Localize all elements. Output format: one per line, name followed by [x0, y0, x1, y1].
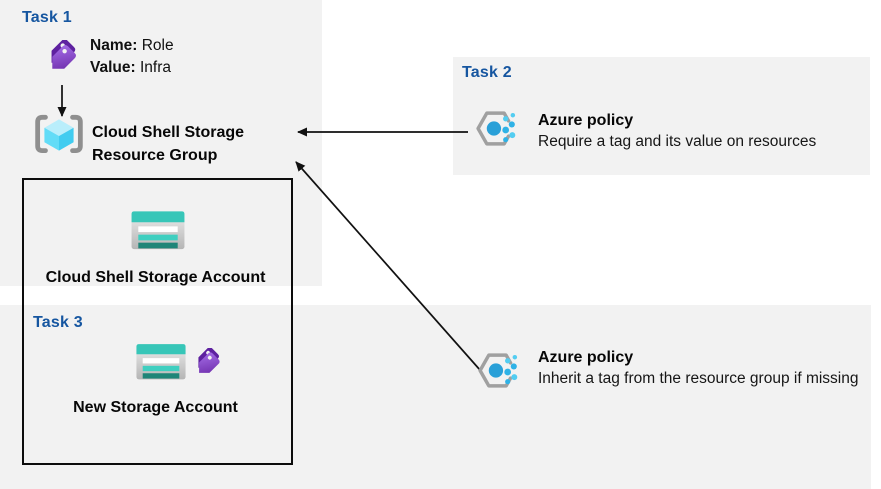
- azure-policy-icon: [478, 353, 518, 388]
- tag-name-value-text: Name: Role Value: Infra: [90, 35, 174, 79]
- task2-panel: [453, 57, 870, 175]
- resource-group-label: Cloud Shell Storage Resource Group: [92, 121, 244, 167]
- tag-name-label: Name:: [90, 37, 138, 54]
- azure-policy-icon: [476, 111, 516, 146]
- tag-value-line: Value: Infra: [90, 57, 174, 79]
- resource-group-label-line2: Resource Group: [92, 147, 218, 164]
- storage-account-icon: [131, 211, 185, 250]
- tag-name-value: Role: [137, 37, 174, 54]
- tag-name-line: Name: Role: [90, 35, 174, 57]
- policy1-title: Azure policy: [538, 112, 634, 129]
- policy2-title: Azure policy: [538, 349, 634, 366]
- policy2-text: Azure policy Inherit a tag from the reso…: [538, 347, 870, 389]
- policy2-description: Inherit a tag from the resource group if…: [538, 370, 859, 387]
- tag-icon: [51, 40, 76, 69]
- resource-group-icon: [35, 114, 83, 154]
- task2-heading: Task 2: [462, 64, 512, 81]
- task1-heading: Task 1: [22, 9, 72, 26]
- policy1-description: Require a tag and its value on resources: [538, 133, 817, 150]
- policy1-text: Azure policy Require a tag and its value…: [538, 110, 878, 152]
- tag-value-label: Value:: [90, 59, 136, 76]
- resource-group-label-line1: Cloud Shell Storage: [92, 124, 245, 141]
- resource-group-scope-box: [22, 178, 293, 465]
- task3-heading: Task 3: [33, 314, 83, 331]
- cloud-shell-storage-account-label: Cloud Shell Storage Account: [45, 269, 266, 286]
- tag-value-value: Infra: [135, 59, 171, 76]
- new-storage-tag-icon: [198, 348, 220, 373]
- new-storage-account-label: New Storage Account: [73, 399, 238, 416]
- new-storage-account-icon: [136, 344, 186, 380]
